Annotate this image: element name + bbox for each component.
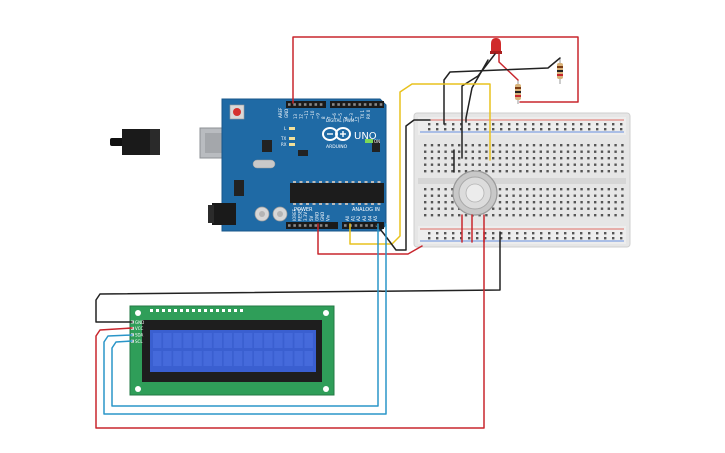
resistor-1[interactable] [557, 58, 563, 84]
analog-label: ANALOG IN [352, 207, 380, 213]
wire-black-gnd[interactable] [465, 59, 489, 123]
pin-label: A3 [362, 215, 367, 221]
pin-label: ~11 [304, 110, 309, 119]
atmega-chip [290, 183, 384, 203]
pin-label: 8 [321, 116, 326, 119]
usb-connector [110, 127, 241, 159]
arduino-uno-board[interactable]: UNO ARDUINO L TX RX ON DIGITAL (PWM~) AR… [110, 98, 387, 232]
pin-label: Vin [326, 214, 331, 221]
wire-red-led[interactable] [498, 53, 519, 81]
digital-header-label: DIGITAL (PWM~) [326, 118, 360, 123]
chip-pins [293, 181, 381, 205]
wire-black-resistor[interactable] [443, 57, 561, 125]
resistor-2[interactable] [515, 80, 521, 104]
wire-black-led[interactable] [461, 53, 496, 159]
wire-red-lcd-vcc[interactable] [95, 231, 485, 429]
wire-red-5v[interactable] [317, 223, 423, 255]
pin-label: ~6 [332, 113, 337, 119]
pin-label: RESET [298, 208, 303, 221]
reset-button[interactable] [229, 104, 245, 120]
pin-label: 4 [343, 116, 348, 119]
wire-blue-sda[interactable] [103, 223, 387, 415]
gas-sensor[interactable] [452, 170, 498, 216]
pin-label: 2 [355, 116, 360, 119]
lcd-pin-label: SCL [135, 339, 143, 344]
red-led[interactable] [490, 38, 502, 54]
breadboard[interactable] [413, 112, 631, 248]
pin-label: A4 [367, 215, 372, 221]
pin-label: ~5 [338, 113, 343, 119]
pin-label: 7 [327, 116, 332, 119]
capacitor-icon [254, 206, 288, 222]
wires [95, 36, 579, 429]
pin-label: GND [320, 212, 325, 221]
board-model: UNO [354, 131, 377, 142]
wire-black-lcd-gnd[interactable] [95, 231, 501, 323]
pin-label: A0 [345, 215, 350, 221]
lcd-pin-label: VCC [135, 326, 144, 331]
pin-label: TX 1 [360, 110, 365, 120]
pin-label: IOREF [292, 208, 297, 221]
aref-label: AREF [278, 107, 283, 118]
wire-red-d13[interactable] [292, 36, 579, 104]
wire-yellow-a0[interactable] [349, 83, 491, 245]
led-label-l: L [284, 126, 287, 131]
gnd-label: GND [284, 109, 289, 118]
wire-blue-scl[interactable] [111, 223, 379, 407]
pin-label: 5V [309, 215, 314, 221]
led-label-on: ON [374, 139, 380, 144]
wire-black-arduino-gnd[interactable] [375, 119, 431, 251]
pin-label: 12 [299, 113, 304, 119]
power-header[interactable] [286, 222, 338, 229]
pin-label: ~3 [349, 113, 354, 119]
power-jack [208, 203, 236, 225]
pin-label: ~9 [315, 113, 320, 119]
pin-label: GND [314, 212, 319, 221]
pin-label: ~10 [310, 110, 315, 119]
pin-label: 13 [293, 113, 298, 119]
pin-label: 3.3V [303, 212, 308, 221]
pin-label: A2 [356, 215, 361, 221]
pin-label: RX 0 [366, 109, 371, 119]
pin-label: A5 [373, 215, 378, 221]
arduino-logo-icon [322, 127, 351, 141]
board-brand: ARDUINO [326, 144, 348, 150]
lcd-pin-label: SDA [135, 333, 144, 338]
led-label-rx: RX [281, 142, 287, 147]
digital-header[interactable] [286, 101, 384, 108]
power-label: POWER [294, 207, 313, 213]
lcd-pin-label: GND [135, 320, 144, 325]
led-label-tx: TX [280, 136, 286, 141]
pin-label: A1 [351, 215, 356, 221]
